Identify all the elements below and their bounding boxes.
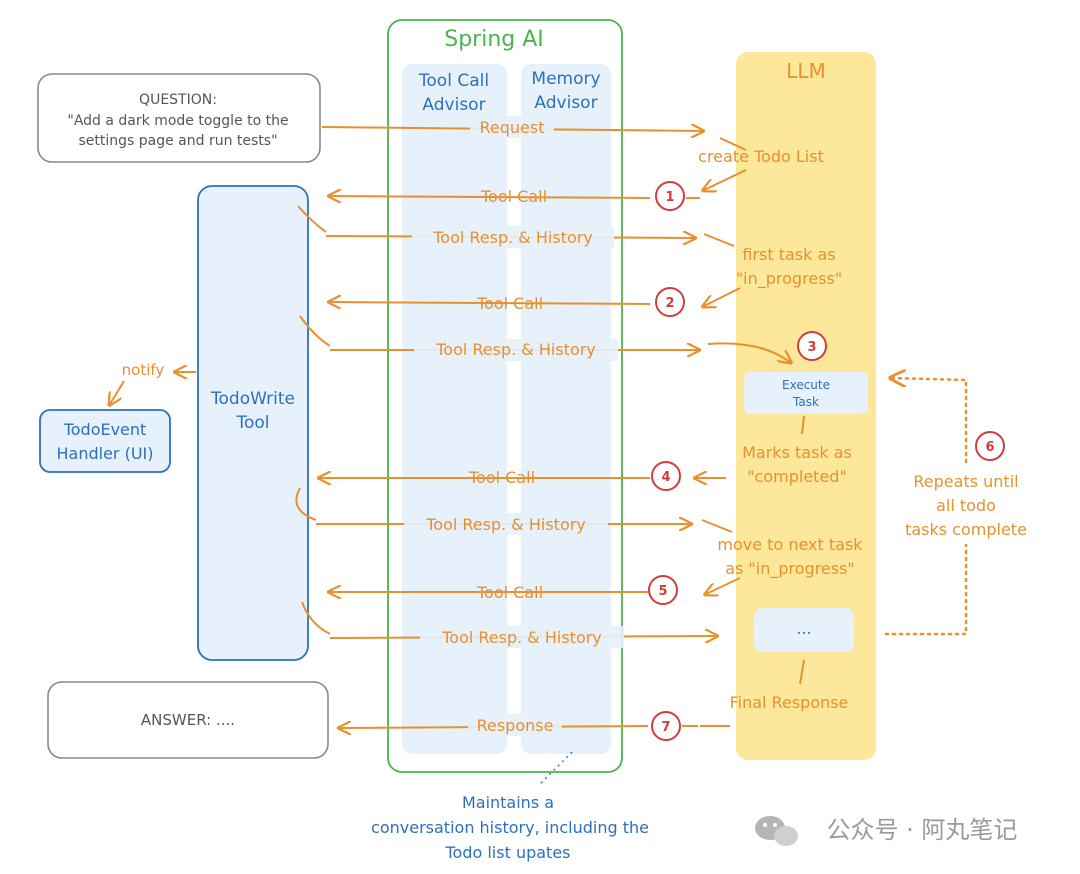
repeats-label-bg xyxy=(896,466,1038,544)
llm-note-create-todo: create Todo List xyxy=(698,147,824,166)
step5-incoming xyxy=(706,577,741,594)
step-4-badge xyxy=(651,461,681,491)
question-box xyxy=(37,73,321,163)
tool-resp-label-bg-2 xyxy=(414,339,618,361)
tool-resp-label-4: Tool Resp. & History xyxy=(425,515,586,534)
memory-advisor-label-1: Memory xyxy=(531,69,600,89)
todowrite-loop-5 xyxy=(301,601,331,635)
step-6-number: 6 xyxy=(985,440,994,455)
notify-label: notify xyxy=(122,361,165,379)
llm-note-first-task-2: "in_progress" xyxy=(736,269,842,289)
llm-note-marks-task-2: "completed" xyxy=(747,467,847,486)
spring-ai-container xyxy=(387,19,623,773)
step-6-badge xyxy=(975,431,1005,461)
tool-resp-label-bg-5 xyxy=(420,626,624,648)
execute-task-label-2: Task xyxy=(792,395,819,409)
execute-task-label-1: Execute xyxy=(782,378,830,392)
create-todo-link xyxy=(719,137,747,151)
repeats-line-1: Repeats until xyxy=(913,472,1018,491)
tool-call-label-1: Tool Call xyxy=(480,187,547,206)
tool-call-label-4: Tool Call xyxy=(468,468,535,487)
todowrite-tool-label-1: TodoWrite xyxy=(210,389,295,409)
ellipsis-down xyxy=(799,659,805,685)
notify-arrow-down xyxy=(110,380,125,404)
llm-note-first-task-1: first task as xyxy=(742,245,835,264)
llm-note-move-next-1: move to next task xyxy=(717,535,863,554)
tool-resp-label-bg-4 xyxy=(404,513,608,535)
todo-event-handler-label-2: Handler (UI) xyxy=(57,444,154,463)
step-5-number: 5 xyxy=(658,584,667,599)
tool-call-arrow-1 xyxy=(330,196,651,198)
todowrite-loop-1 xyxy=(297,205,327,233)
answer-label: ANSWER: .... xyxy=(141,711,235,729)
execute-task-box xyxy=(744,372,868,414)
step-2-number: 2 xyxy=(665,296,674,311)
llm-ellipsis: ... xyxy=(796,619,811,638)
repeats-line-3: tasks complete xyxy=(905,520,1027,539)
question-line-1: "Add a dark mode toggle to the xyxy=(67,113,288,129)
step-1-badge xyxy=(655,181,685,211)
answer-box xyxy=(47,681,329,759)
step-3-number: 3 xyxy=(807,340,816,355)
llm-note-marks-task-1: Marks task as xyxy=(742,443,852,462)
memory-advisor-label-2: Advisor xyxy=(534,93,597,113)
tool-call-label-5: Tool Call xyxy=(476,583,543,602)
maintains-line-2: conversation history, including the xyxy=(371,818,649,837)
todo-event-handler-box xyxy=(39,409,171,473)
todo-event-handler-label-1: TodoEvent xyxy=(63,420,147,439)
maintains-line-1: Maintains a xyxy=(462,793,554,812)
wechat-icon xyxy=(755,816,798,846)
spring-ai-title: Spring AI xyxy=(444,27,544,52)
response-label-bg xyxy=(468,714,562,736)
request-label: Request xyxy=(480,118,545,137)
response-label: Response xyxy=(477,716,554,735)
repeats-line-2: all todo xyxy=(936,496,996,515)
create-todo-to-step1 xyxy=(704,169,747,190)
first-task-link xyxy=(703,233,735,247)
llm-note-move-next-2: as "in_progress" xyxy=(725,559,855,579)
execute-task-down xyxy=(801,415,805,435)
todowrite-loop-4 xyxy=(295,487,317,521)
tool-call-label-2: Tool Call xyxy=(476,294,543,313)
repeat-loop-dotted xyxy=(884,378,968,636)
question-label: QUESTION: xyxy=(139,92,217,108)
tool-call-advisor-column xyxy=(402,64,507,754)
tool-resp-label-1: Tool Resp. & History xyxy=(432,228,593,247)
maintains-pointer xyxy=(539,751,573,785)
todowrite-tool-box xyxy=(197,185,309,661)
todowrite-loop-2 xyxy=(299,315,331,347)
watermark-text: 公众号 · 阿丸笔记 xyxy=(827,816,1018,844)
llm-ellipsis-box xyxy=(754,608,854,652)
memory-advisor-column xyxy=(521,64,611,754)
tool-resp-label-bg-1 xyxy=(412,226,614,248)
step2-incoming xyxy=(704,287,741,306)
question-line-2: settings page and run tests" xyxy=(78,133,277,149)
to-step3-arrow xyxy=(707,342,790,362)
step-5-badge xyxy=(648,575,678,605)
request-label-bg xyxy=(470,116,554,138)
step-7-badge xyxy=(651,711,681,741)
llm-note-final-response: Final Response xyxy=(730,693,849,712)
tool-resp-label-2: Tool Resp. & History xyxy=(435,340,596,359)
step-3-badge xyxy=(797,331,827,361)
step-2-badge xyxy=(655,287,685,317)
step-1-number: 1 xyxy=(665,190,674,205)
maintains-line-3: Todo list upates xyxy=(444,843,570,862)
step-4-number: 4 xyxy=(661,470,670,485)
move-next-link xyxy=(701,519,733,533)
tool-call-advisor-label-1: Tool Call xyxy=(418,71,489,91)
tool-resp-label-5: Tool Resp. & History xyxy=(441,628,602,647)
tool-call-advisor-label-2: Advisor xyxy=(422,95,485,115)
step-7-number: 7 xyxy=(661,720,670,735)
llm-title: LLM xyxy=(786,59,826,83)
tool-call-arrow-2 xyxy=(330,302,651,304)
todowrite-tool-label-2: Tool xyxy=(235,413,269,433)
